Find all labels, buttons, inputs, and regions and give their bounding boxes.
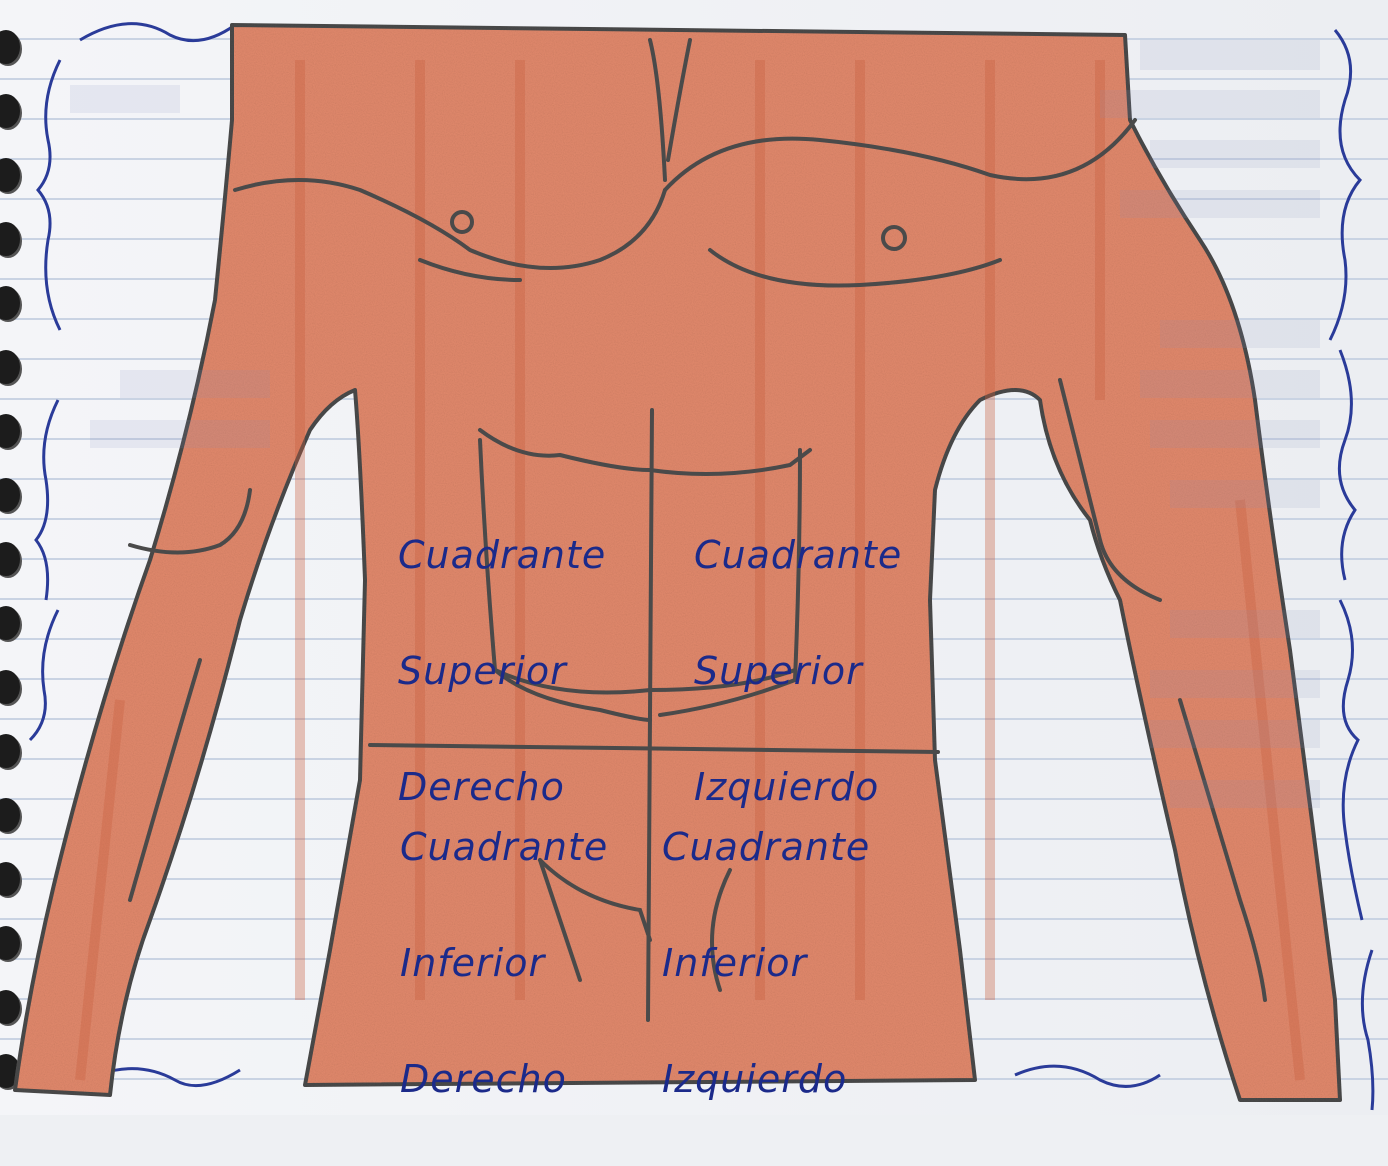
- right-brackets: [1330, 30, 1373, 1110]
- quadrant-inferior-izquierdo: Cuadrante Inferior Izquierdo: [662, 760, 870, 1166]
- quadrant-label-line: Derecho: [400, 1050, 608, 1108]
- notebook-page: Cuadrante Superior Derecho Cuadrante Sup…: [0, 0, 1388, 1115]
- quadrant-label-line: Cuadrante: [400, 818, 608, 876]
- quadrant-label-line: Inferior: [400, 934, 608, 992]
- quadrant-label-line: Superior: [694, 642, 902, 700]
- quadrant-label-line: Superior: [398, 642, 606, 700]
- quadrant-inferior-derecho: Cuadrante Inferior Derecho: [400, 760, 608, 1166]
- quadrant-label-line: Cuadrante: [694, 526, 902, 584]
- quadrant-label-line: Cuadrante: [398, 526, 606, 584]
- quadrant-label-line: Izquierdo: [662, 1050, 870, 1108]
- quadrant-label-line: Inferior: [662, 934, 870, 992]
- quadrant-label-line: Cuadrante: [662, 818, 870, 876]
